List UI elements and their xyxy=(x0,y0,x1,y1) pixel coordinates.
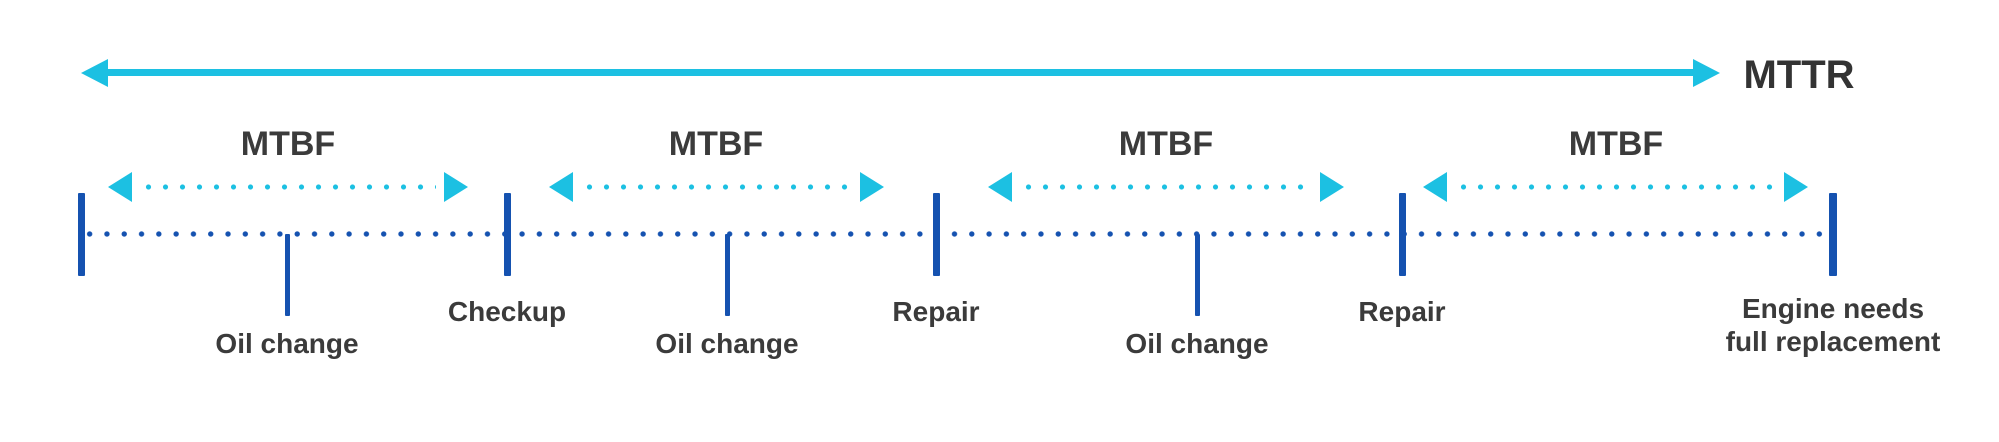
arrowhead-right-icon xyxy=(1693,59,1720,87)
mtbf-label-1: MTBF xyxy=(240,125,336,163)
event-label-repair-2: Repair xyxy=(1358,296,1446,327)
oil-change-tick-3 xyxy=(1195,234,1200,316)
timeline-end-tick xyxy=(1829,193,1837,276)
checkup-tick xyxy=(504,193,511,276)
event-label-line-2: full replacement xyxy=(1725,326,1941,357)
event-label-oil-change-2: Oil change xyxy=(655,328,799,359)
mttr-arrow-shaft xyxy=(103,69,1698,76)
arrowhead-left-icon xyxy=(988,172,1012,202)
oil-change-tick-1 xyxy=(285,234,290,316)
arrowhead-left-icon xyxy=(1423,172,1447,202)
mtbf-label-4: MTBF xyxy=(1568,125,1664,163)
mtbf-arrow-1 xyxy=(108,172,468,202)
mtbf-arrow-4 xyxy=(1423,172,1808,202)
mtbf-arrow-3 xyxy=(988,172,1344,202)
mtbf-dotted-line xyxy=(1020,172,1312,202)
event-label-repair-1: Repair xyxy=(892,296,980,327)
arrowhead-right-icon xyxy=(444,172,468,202)
oil-change-tick-2 xyxy=(725,234,730,316)
mtbf-label-3: MTBF xyxy=(1118,125,1214,163)
arrowhead-right-icon xyxy=(1320,172,1344,202)
event-label-line-1: Engine needs xyxy=(1741,293,1925,324)
timeline-start-tick xyxy=(78,193,85,276)
arrowhead-left-icon xyxy=(108,172,132,202)
event-label-checkup: Checkup xyxy=(447,296,567,327)
repair-tick-2 xyxy=(1399,193,1406,276)
mtbf-dotted-line xyxy=(581,172,852,202)
arrowhead-right-icon xyxy=(1784,172,1808,202)
event-label-engine-replacement: Engine needs full replacement xyxy=(1668,292,1998,358)
event-label-oil-change-1: Oil change xyxy=(215,328,359,359)
timeline-dotted-line xyxy=(81,231,1833,237)
mttr-label: MTTR xyxy=(1743,53,1855,97)
mtbf-dotted-line xyxy=(140,172,436,202)
mtbf-dotted-line xyxy=(1455,172,1776,202)
mtbf-label-2: MTBF xyxy=(668,125,764,163)
arrowhead-right-icon xyxy=(860,172,884,202)
mtbf-arrow-2 xyxy=(549,172,884,202)
repair-tick-1 xyxy=(933,193,940,276)
mttr-arrow xyxy=(81,59,1720,87)
event-label-oil-change-3: Oil change xyxy=(1125,328,1269,359)
arrowhead-left-icon xyxy=(549,172,573,202)
